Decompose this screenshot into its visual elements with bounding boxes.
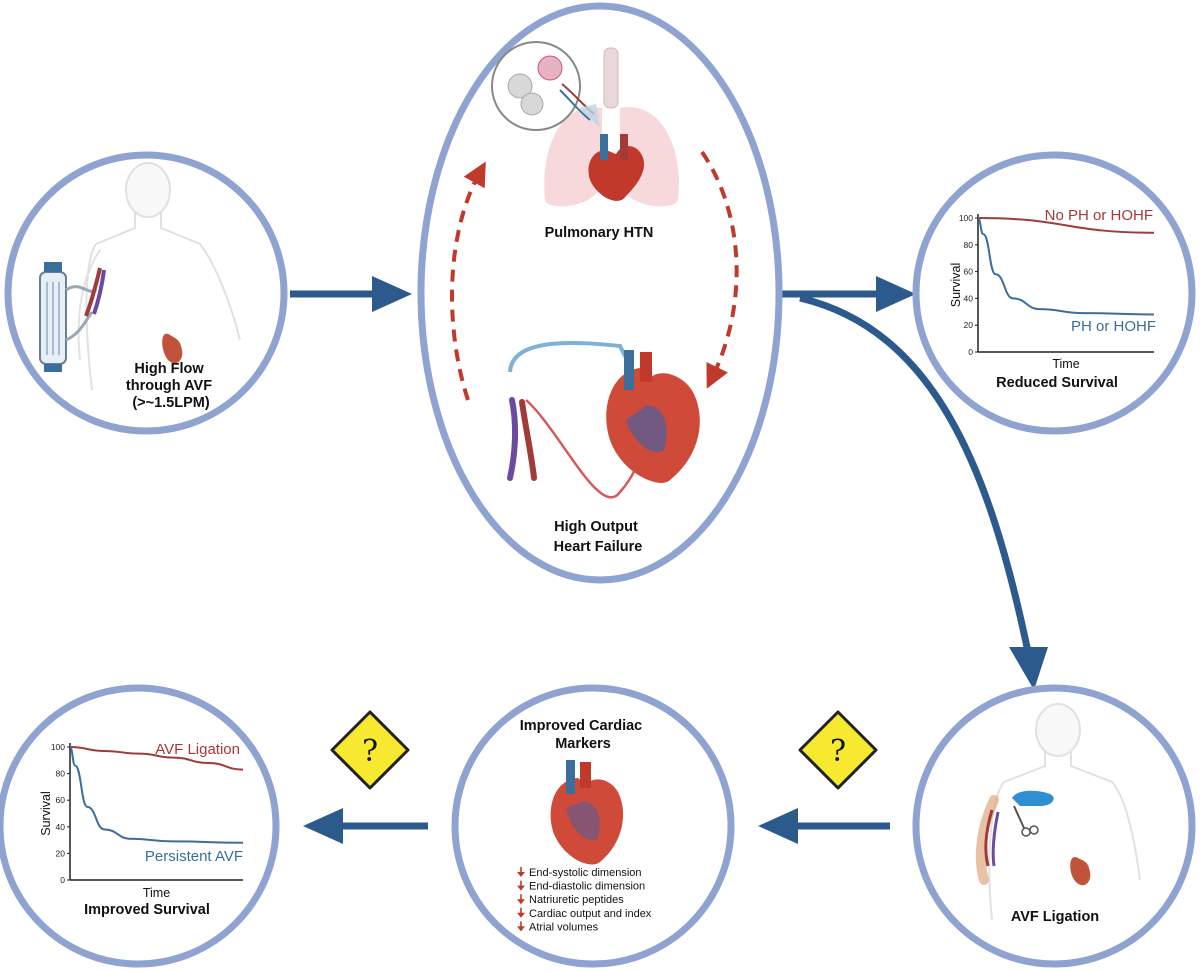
circulation-icon (507, 341, 652, 499)
marker-item: Atrial volumes (529, 921, 599, 933)
arrow-ligation-to-markers (758, 808, 890, 844)
y-tick-label: 0 (968, 347, 973, 357)
pulmonary-htn-label: Pulmonary HTN (545, 225, 654, 241)
improved-survival-label: Improved Survival (84, 902, 210, 918)
arrow-cycle-to-ligation (799, 294, 1048, 690)
y-axis-label: Survival (39, 791, 53, 835)
arrow-cycle-to-survival (780, 276, 916, 312)
alveoli-inset-icon (491, 41, 600, 131)
cycle-arrows (450, 150, 739, 401)
human-torso-icon (988, 703, 1141, 921)
warning-sign-right: ? (798, 710, 878, 790)
y-tick-label: 20 (56, 848, 66, 858)
human-torso-icon (77, 162, 241, 391)
reduced-survival-label: Reduced Survival (996, 375, 1118, 391)
node-high-flow: High Flow through AVF (>~1.5LPM) (4, 151, 288, 435)
down-arrow-icon (517, 907, 525, 918)
y-tick-label: 60 (56, 795, 66, 805)
ligation-arm-icon (975, 795, 1000, 885)
marker-item: Cardiac output and index (529, 908, 652, 920)
kidney-icon (1070, 856, 1091, 886)
node-cycle: Pulmonary HTN High Output Heart Failure (417, 2, 783, 584)
y-tick-label: 60 (964, 267, 974, 277)
improved-markers-title: Improved Cardiac Markers (520, 718, 647, 752)
marker-item: Natriuretic peptides (529, 894, 624, 906)
x-axis-label: Time (1052, 357, 1079, 371)
node-improved-markers: Improved Cardiac Markers End-systolic di… (451, 684, 735, 968)
y-tick-label: 40 (964, 293, 974, 303)
svg-text:?: ? (362, 734, 378, 769)
y-axis-label: Survival (949, 263, 963, 307)
high-flow-label: High Flow through AVF (>~1.5LPM) (126, 361, 216, 411)
heart-icon-upper (588, 134, 645, 201)
arrow-markers-to-improved (303, 808, 428, 844)
series-line (977, 217, 1155, 234)
flow-arrows (290, 276, 1048, 844)
gloved-hand-icon (1012, 790, 1054, 837)
y-tick-label: 100 (51, 742, 65, 752)
series-label: Persistent AVF (145, 848, 243, 865)
series-label: PH or HOHF (1071, 318, 1156, 335)
y-tick-label: 40 (56, 822, 66, 832)
avf-ligation-label: AVF Ligation (1011, 909, 1099, 925)
warning-sign-left: ? (330, 710, 410, 790)
series-line (977, 217, 1155, 316)
marker-item: End-diastolic dimension (529, 881, 645, 893)
cycle-arrow-down (700, 150, 739, 389)
heart-failure-label: High Output Heart Failure (554, 519, 643, 555)
svg-text:?: ? (830, 734, 846, 769)
x-axis-label: Time (143, 886, 170, 900)
down-arrow-icon (517, 894, 525, 905)
series-line (69, 746, 244, 844)
y-tick-label: 20 (964, 320, 974, 330)
dialyzer-icon (39, 262, 97, 372)
avf-vessel-icon (84, 267, 106, 317)
kidney-icon (162, 333, 183, 364)
node-avf-ligation: AVF Ligation (912, 684, 1196, 968)
y-tick-label: 0 (60, 875, 65, 885)
cycle-arrow-up (450, 161, 486, 401)
marker-item: End-systolic dimension (529, 867, 642, 879)
series-label: AVF Ligation (155, 741, 240, 758)
y-tick-label: 80 (56, 769, 66, 779)
down-arrow-icon (517, 867, 525, 877)
down-arrow-icon (517, 880, 525, 891)
down-arrow-icon (517, 921, 525, 932)
series-label: No PH or HOHF (1045, 207, 1153, 224)
y-tick-label: 100 (959, 213, 973, 223)
heart-icon-lower (606, 350, 700, 483)
arrow-highflow-to-cycle (290, 276, 412, 312)
y-tick-label: 80 (964, 240, 974, 250)
heart-icon (550, 760, 624, 865)
series-line (69, 746, 244, 771)
